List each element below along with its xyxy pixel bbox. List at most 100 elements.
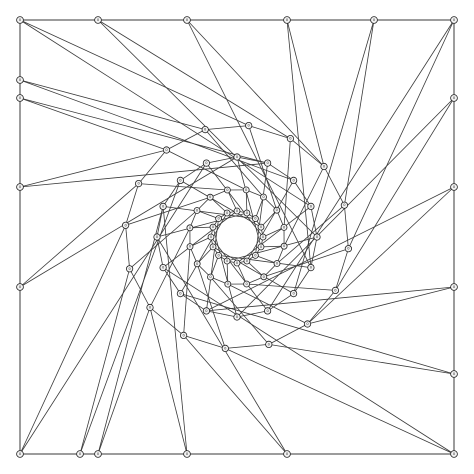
core-ring-node-label: 0	[210, 235, 213, 239]
core-ring-node-circle	[243, 209, 251, 217]
ring-edge	[225, 344, 269, 349]
inner-edge	[246, 180, 294, 262]
inner-edge	[255, 163, 268, 256]
outer-ring-node: 0	[122, 221, 130, 229]
inner-ring-node-circle	[243, 280, 251, 288]
border-node-circle	[450, 450, 458, 458]
border-node-label: 0	[286, 452, 289, 456]
ring-edge	[183, 335, 226, 349]
border-node-circle	[16, 16, 24, 24]
middle-ring-node-label: 0	[292, 178, 295, 182]
inner-ring-node-label: 0	[263, 275, 266, 279]
core-ring-node-circle	[257, 243, 265, 251]
spoke-edge	[156, 236, 288, 455]
ring-edge	[162, 267, 181, 294]
outer-ring-node-label: 0	[268, 342, 271, 346]
inner-edge	[226, 236, 318, 262]
inner-ring-node-label: 0	[276, 208, 279, 212]
core-ring-node-label: 0	[212, 225, 215, 229]
inner-edge	[255, 255, 278, 264]
inner-edge	[236, 206, 312, 264]
border-node-circle	[94, 450, 102, 458]
outer-ring-node-label: 0	[137, 182, 140, 186]
core-ring-node-circle	[233, 259, 241, 267]
outer-frame	[19, 19, 455, 455]
inner-edge	[226, 260, 229, 285]
inner-ring-node-circle	[224, 280, 232, 288]
inner-ring-node: 0	[186, 243, 194, 251]
inner-edge	[189, 226, 214, 229]
border-node-label: 0	[19, 452, 22, 456]
core-ring-node-label: 0	[236, 261, 239, 265]
spoke-edge	[286, 19, 312, 268]
core-ring-node: 0	[223, 209, 231, 217]
core-ring-node-circle	[215, 251, 223, 259]
core-ring-node-circle	[223, 257, 231, 265]
spoke-edge	[19, 97, 167, 151]
middle-ring-node-label: 0	[205, 309, 208, 313]
core-ring-node-label: 0	[262, 235, 265, 239]
core-ring-node-circle	[257, 223, 265, 231]
middle-ring-node-label: 0	[179, 292, 182, 296]
spoke-edge	[149, 307, 188, 455]
outer-ring-node-label: 0	[347, 247, 350, 251]
ring-edge	[293, 180, 312, 207]
spoke-edge	[162, 206, 188, 455]
border-node: 0	[16, 283, 24, 291]
middle-ring-node: 0	[263, 159, 272, 167]
outer-ring-node-label: 0	[128, 267, 131, 271]
ring-edge	[129, 268, 151, 308]
border-node: 0	[94, 16, 102, 24]
middle-ring-node-label: 0	[156, 235, 159, 239]
outer-ring-node-label: 0	[165, 148, 168, 152]
inner-ring-node-circle	[186, 243, 194, 251]
inner-edge	[138, 183, 228, 191]
ring-edge	[166, 129, 206, 151]
spoke-edge	[19, 19, 312, 207]
ring-edge	[307, 290, 336, 325]
inner-ring-node: 0	[243, 280, 251, 288]
core-ring-node-label: 0	[246, 259, 249, 263]
middle-ring-node-circle	[176, 289, 184, 298]
inner-ring-node: 0	[207, 273, 214, 281]
middle-ring-node: 0	[202, 307, 210, 315]
outer-ring-node-circle	[180, 331, 188, 339]
core-ring-node-circle	[251, 251, 259, 259]
outer-ring-node: 0	[126, 265, 134, 273]
outer-ring-node-label: 0	[306, 322, 309, 326]
core-ring-node-circle	[215, 215, 223, 223]
inner-edge	[260, 209, 278, 228]
middle-ring-node-label: 0	[310, 204, 313, 208]
inner-edge	[204, 129, 264, 198]
inner-ring-node: 0	[260, 193, 267, 201]
border-node-circle	[450, 16, 458, 24]
inner-edge	[196, 210, 219, 219]
outer-ring-node-circle	[320, 162, 328, 171]
middle-ring-node-circle	[307, 263, 315, 272]
inner-ring-node-label: 0	[209, 195, 212, 199]
spoke-edge	[19, 149, 167, 188]
outer-ring-node-circle	[122, 221, 130, 229]
inner-edge	[163, 206, 256, 219]
middle-ring-node: 0	[176, 289, 184, 298]
inner-ring-node: 0	[280, 223, 288, 231]
inner-edge	[206, 162, 264, 238]
border-node: 0	[183, 450, 191, 458]
core-ring-node-circle	[259, 233, 267, 241]
border-node-circle	[16, 94, 24, 102]
middle-ring-node-label: 0	[266, 161, 269, 165]
middle-ring-node-circle	[233, 153, 241, 161]
ring-edge	[138, 149, 167, 184]
outer-ring-node: 0	[320, 162, 328, 171]
middle-ring-node-circle	[313, 233, 321, 241]
core-ring-node: 0	[215, 251, 223, 259]
core-ring-node-label: 0	[260, 245, 263, 249]
inner-ring-node-label: 0	[226, 188, 229, 192]
border-node-circle	[16, 450, 24, 458]
middle-ring-node: 0	[176, 176, 184, 184]
middle-ring-node-label: 0	[292, 292, 295, 296]
inner-ring-node: 0	[206, 193, 214, 201]
ring-edge	[267, 162, 294, 181]
middle-ring-node-circle	[289, 289, 298, 298]
middle-ring-node-label: 0	[310, 266, 313, 270]
